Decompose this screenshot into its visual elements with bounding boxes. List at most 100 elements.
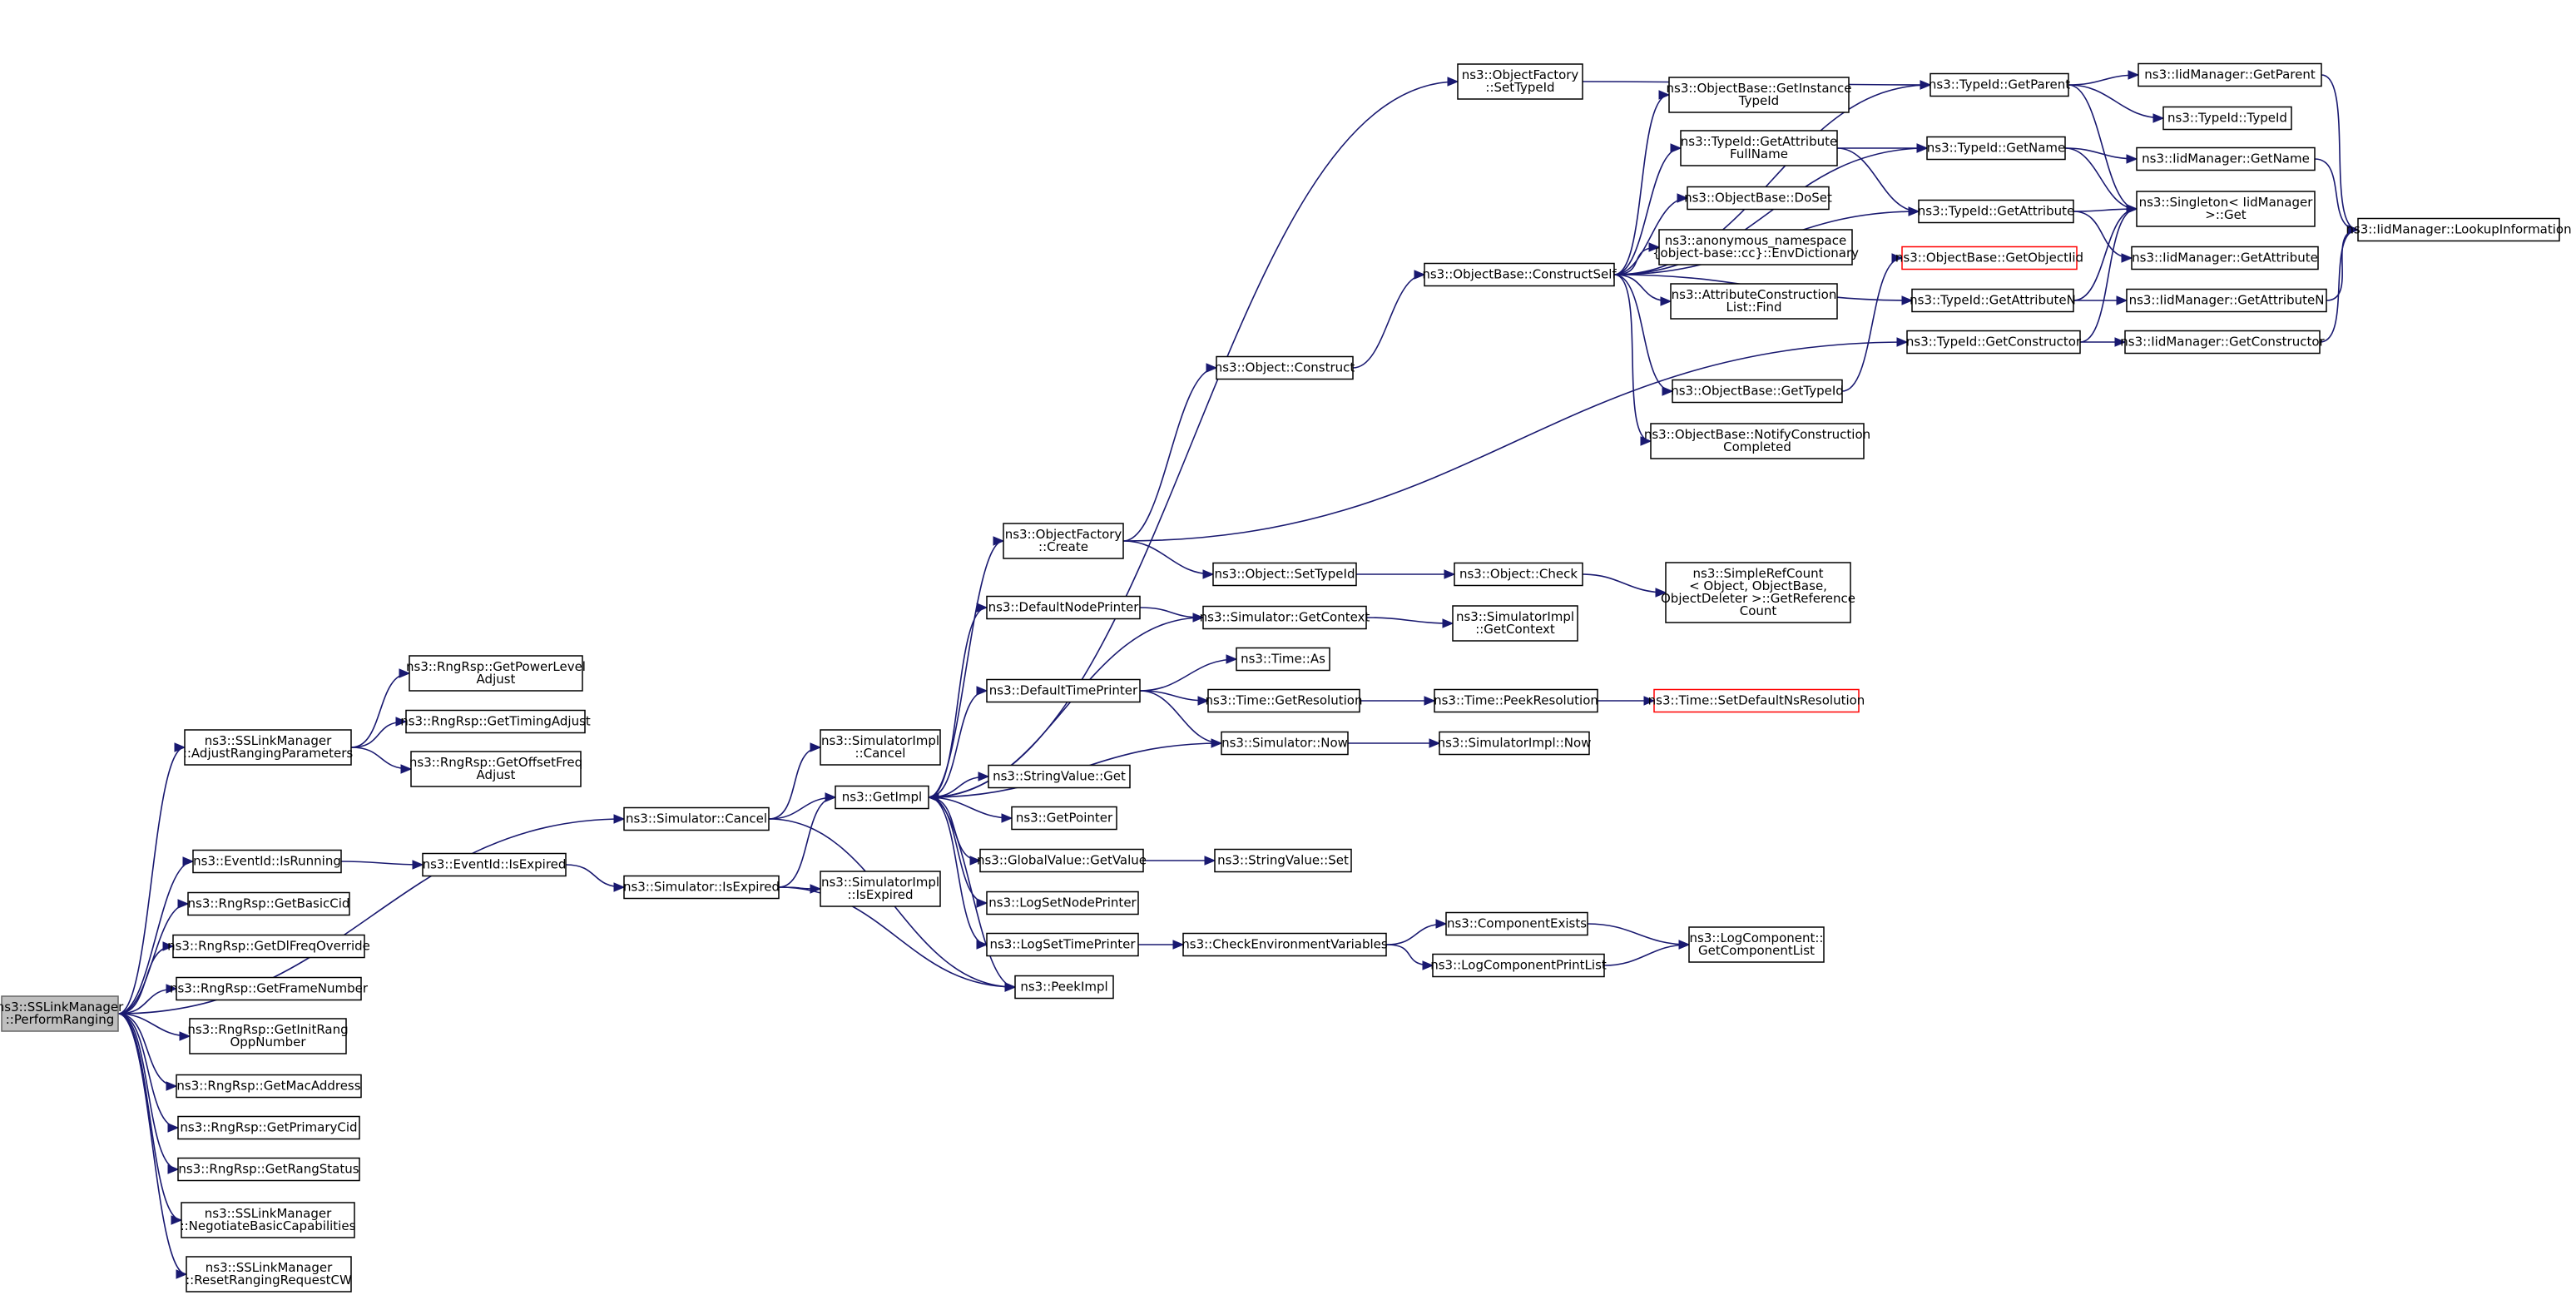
node-iid-manager-get-name[interactable]: ns3::IidManager::GetName (2136, 146, 2316, 171)
node-adjust-ranging-parameters[interactable]: ns3::SSLinkManager::AdjustRangingParamet… (183, 729, 354, 766)
node-event-id-is-expired[interactable]: ns3::EventId::IsExpired (422, 852, 567, 877)
node-object-factory-create[interactable]: ns3::ObjectFactory::Create (1003, 523, 1124, 559)
node-type-id-type-id[interactable]: ns3::TypeId::TypeId (2162, 106, 2292, 131)
node-simulator-now[interactable]: ns3::Simulator::Now (1221, 731, 1349, 756)
node-label: ns3::SimulatorImpl (1456, 609, 1574, 624)
node-get-primary-cid[interactable]: ns3::RngRsp::GetPrimaryCid (177, 1115, 360, 1140)
node-get-impl[interactable]: ns3::GetImpl (835, 785, 929, 810)
node-check-environment-variables[interactable]: ns3::CheckEnvironmentVariables (1181, 932, 1388, 957)
edge-perform-ranging-to-negotiate-basic-capabilities (117, 1013, 183, 1225)
edge-simulator-get-context-to-simulator-impl-get-context (1365, 617, 1454, 628)
node-simulator-impl-is-expired[interactable]: ns3::SimulatorImpl::IsExpired (820, 871, 941, 907)
node-notify-construction-completed[interactable]: ns3::ObjectBase::NotifyConstructionCompl… (1644, 423, 1870, 459)
node-label: ns3::DefaultNodePrinter (988, 600, 1140, 615)
node-get-frame-number[interactable]: ns3::RngRsp::GetFrameNumber (170, 976, 369, 1001)
node-negotiate-basic-capabilities[interactable]: ns3::SSLinkManager::NegotiateBasicCapabi… (181, 1202, 356, 1238)
node-simulator-cancel[interactable]: ns3::Simulator::Cancel (623, 806, 770, 831)
node-time-set-default-ns-resolution[interactable]: ns3::Time::SetDefaultNsResolution (1648, 688, 1865, 713)
edge-event-id-is-running-to-event-id-is-expired (340, 860, 424, 870)
node-get-rang-status[interactable]: ns3::RngRsp::GetRangStatus (177, 1157, 360, 1182)
node-time-as[interactable]: ns3::Time::As (1236, 647, 1330, 672)
node-box (405, 709, 586, 734)
node-label: ns3::LogSetTimePrinter (989, 937, 1136, 952)
node-box (1687, 186, 1830, 211)
node-object-base-construct-self[interactable]: ns3::ObjectBase::ConstructSelf (1422, 262, 1617, 287)
node-label: ns3::EventId::IsExpired (423, 857, 567, 872)
node-time-peek-resolution[interactable]: ns3::Time::PeekResolution (1434, 688, 1598, 713)
node-iid-manager-get-attribute[interactable]: ns3::IidManager::GetAttribute (2131, 246, 2319, 270)
edge-perform-ranging-to-reset-ranging-request-cw (117, 1013, 188, 1279)
node-type-id-get-attribute[interactable]: ns3::TypeId::GetAttribute (1918, 199, 2074, 224)
node-object-set-type-id[interactable]: ns3::Object::SetTypeId (1212, 562, 1357, 587)
node-label: ns3::IidManager::LookupInformation (2346, 222, 2571, 237)
node-env-dictionary[interactable]: ns3::anonymous_namespace{object-base::cc… (1652, 229, 1859, 265)
node-string-value-set[interactable]: ns3::StringValue::Set (1214, 848, 1352, 873)
node-get-timing-adjust[interactable]: ns3::RngRsp::GetTimingAdjust (400, 709, 591, 734)
node-box (1424, 262, 1615, 287)
node-iid-manager-get-constructor[interactable]: ns3::IidManager::GetConstructor (2120, 330, 2326, 355)
node-simulator-get-context[interactable]: ns3::Simulator::GetContext (1200, 605, 1370, 630)
node-global-value-get-value[interactable]: ns3::GlobalValue::GetValue (977, 848, 1147, 873)
node-box (1688, 926, 1825, 963)
node-get-mac-address[interactable]: ns3::RngRsp::GetMacAddress (176, 1074, 362, 1099)
node-object-construct[interactable]: ns3::Object::Construct (1215, 355, 1355, 380)
edge-log-set-time-printer-to-check-environment-variables (1138, 940, 1185, 950)
node-type-id-get-parent[interactable]: ns3::TypeId::GetParent (1929, 72, 2070, 97)
node-iid-manager-lookup-information[interactable]: ns3::IidManager::LookupInformation (2346, 217, 2572, 242)
edge-iid-manager-get-attribute-n-to-iid-manager-lookup-information (2326, 225, 2360, 301)
node-object-base-get-object-iid[interactable]: ns3::ObjectBase::GetObjectIid (1895, 246, 2083, 270)
node-get-pointer[interactable]: ns3::GetPointer (1011, 806, 1117, 831)
node-label: ns3::Object::Construct (1215, 360, 1355, 375)
node-string-value-get[interactable]: ns3::StringValue::Get (988, 764, 1131, 789)
node-object-factory-set-type-id[interactable]: ns3::ObjectFactory::SetTypeId (1457, 63, 1583, 100)
node-type-id-get-attribute-n[interactable]: ns3::TypeId::GetAttributeN (1910, 288, 2076, 313)
node-reset-ranging-request-cw[interactable]: ns3::SSLinkManager::ResetRangingRequestC… (186, 1256, 352, 1293)
node-default-node-printer[interactable]: ns3::DefaultNodePrinter (986, 595, 1141, 620)
node-log-set-node-printer[interactable]: ns3::LogSetNodePrinter (986, 891, 1139, 915)
edge-object-factory-create-to-object-set-type-id (1122, 540, 1215, 579)
node-box (1665, 562, 1851, 623)
node-log-component-print-list[interactable]: ns3::LogComponentPrintList (1430, 953, 1607, 978)
node-component-exists[interactable]: ns3::ComponentExists (1445, 911, 1588, 936)
node-iid-manager-get-attribute-n[interactable]: ns3::IidManager::GetAttributeN (2126, 288, 2327, 313)
edge-get-impl-to-log-set-time-printer (928, 796, 988, 950)
node-simulator-is-expired[interactable]: ns3::Simulator::IsExpired (623, 875, 780, 900)
node-get-dl-freq-override[interactable]: ns3::RngRsp::GetDlFreqOverride (167, 934, 370, 959)
node-label: ns3::Simulator::Cancel (626, 811, 767, 826)
node-object-base-do-set[interactable]: ns3::ObjectBase::DoSet (1684, 186, 1832, 211)
node-log-component-get-component-list[interactable]: ns3::LogComponent::GetComponentList (1688, 926, 1825, 963)
node-box (1457, 63, 1583, 100)
node-box (409, 655, 583, 692)
node-type-id-get-constructor[interactable]: ns3::TypeId::GetConstructor (1906, 330, 2082, 355)
node-simple-ref-count-get-reference-count[interactable]: ns3::SimpleRefCount< Object, ObjectBase,… (1661, 562, 1855, 623)
edge-type-id-get-attribute-full-name-to-type-id-get-attribute (1836, 147, 1920, 216)
node-simulator-impl-cancel[interactable]: ns3::SimulatorImpl::Cancel (820, 729, 941, 766)
node-log-set-time-printer[interactable]: ns3::LogSetTimePrinter (986, 932, 1139, 957)
node-box (623, 806, 770, 831)
node-event-id-is-running[interactable]: ns3::EventId::IsRunning (192, 849, 342, 874)
edge-component-exists-to-log-component-get-component-list (1587, 923, 1691, 950)
node-simulator-impl-get-context[interactable]: ns3::SimulatorImpl::GetContext (1452, 605, 1578, 642)
node-iid-manager-get-parent[interactable]: ns3::IidManager::GetParent (2138, 62, 2322, 87)
node-box (1207, 688, 1360, 713)
node-peek-impl[interactable]: ns3::PeekImpl (1014, 975, 1114, 1000)
node-perform-ranging[interactable]: ns3::SSLinkManager::PerformRanging (0, 995, 124, 1032)
node-label: Count (1740, 603, 1777, 618)
node-label: ns3::GetPointer (1016, 811, 1113, 826)
node-singleton-get[interactable]: ns3::Singleton< IidManager >::Get (2136, 191, 2316, 227)
edge-simulator-cancel-to-simulator-impl-cancel (768, 742, 822, 820)
node-get-basic-cid[interactable]: ns3::RngRsp::GetBasicCid (187, 891, 350, 916)
node-type-id-get-name[interactable]: ns3::TypeId::GetName (1926, 136, 2066, 161)
node-time-get-resolution[interactable]: ns3::Time::GetResolution (1206, 688, 1363, 713)
node-default-time-printer[interactable]: ns3::DefaultTimePrinter (986, 678, 1141, 703)
node-object-base-get-type-id[interactable]: ns3::ObjectBase::GetTypeId (1671, 379, 1844, 404)
node-object-check[interactable]: ns3::Object::Check (1454, 562, 1583, 587)
edge-time-peek-resolution-to-time-set-default-ns-resolution (1597, 696, 1656, 706)
node-simulator-impl-now[interactable]: ns3::SimulatorImpl::Now (1438, 731, 1592, 756)
